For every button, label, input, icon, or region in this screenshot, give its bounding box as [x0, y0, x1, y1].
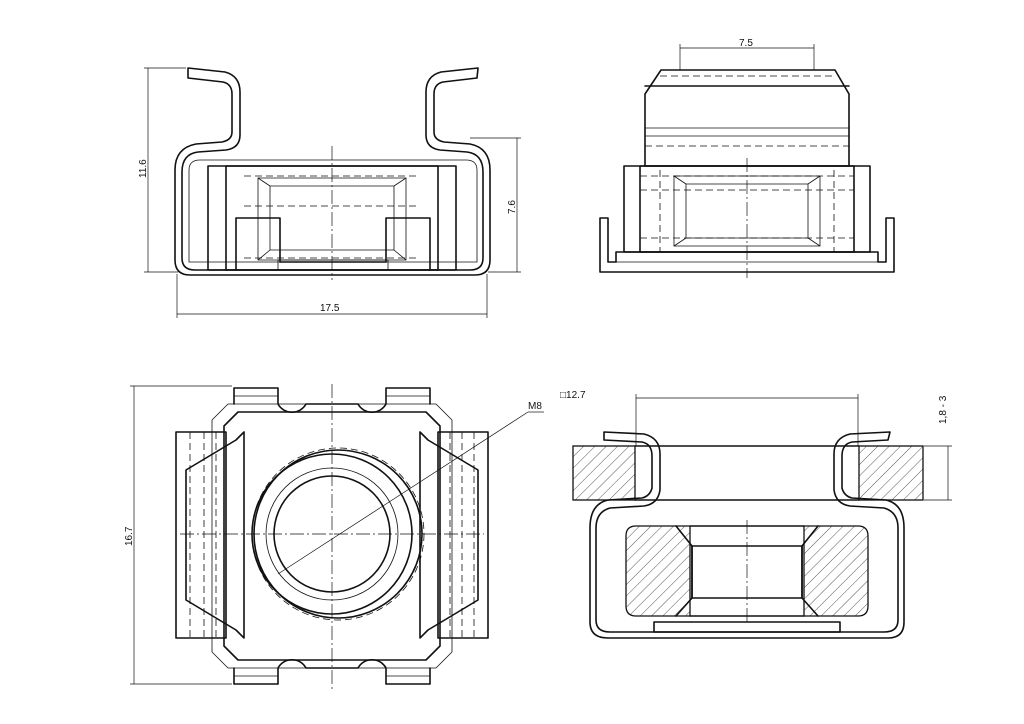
top-view: M8 16.7	[124, 384, 544, 690]
dim-front-body-height: 7.6	[507, 200, 518, 214]
dim-panel-thickness: 1,8 - 3	[938, 395, 949, 424]
dim-square-hole: □12.7	[560, 390, 586, 401]
dim-thread: M8	[528, 401, 542, 412]
dim-side-top-width: 7.5	[739, 38, 753, 49]
side-view: 7.5	[599, 38, 895, 278]
dim-top-height: 16.7	[124, 526, 135, 546]
dim-front-height: 11.6	[138, 159, 149, 178]
dim-front-width: 17.5	[320, 303, 340, 314]
section-view: □12.7 1,8 - 3	[560, 390, 952, 639]
front-view: 11.6 7.6 17.5	[138, 67, 521, 318]
